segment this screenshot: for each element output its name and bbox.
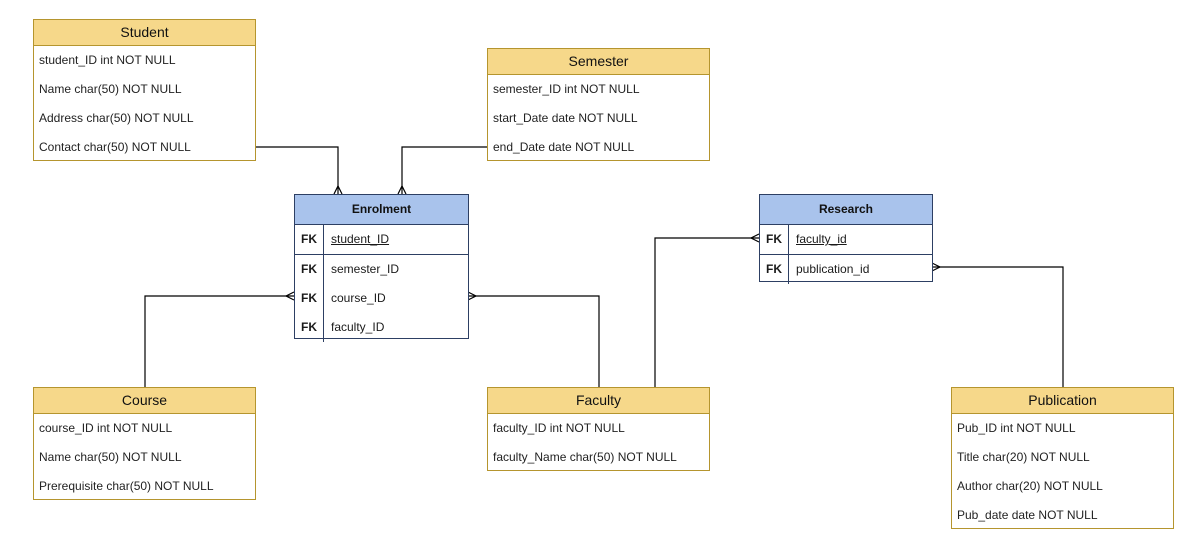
entity-attribute: faculty_ID int NOT NULL [493,421,625,435]
entity-attribute: Pub_ID int NOT NULL [957,421,1076,435]
table-enrolment[interactable]: Enrolment FK student_ID FK semester_ID F… [294,194,469,342]
entity-attribute: Name char(50) NOT NULL [39,82,182,96]
entity-attribute: Pub_date date NOT NULL [957,508,1098,522]
entity-faculty[interactable]: Faculty faculty_ID int NOT NULL faculty_… [487,387,710,471]
table-row: FK course_ID [295,284,468,313]
entity-attribute: start_Date date NOT NULL [493,111,638,125]
crowfoot-semester-enrolment [397,184,407,195]
entity-attribute: Prerequisite char(50) NOT NULL [39,479,214,493]
entity-course[interactable]: Course course_ID int NOT NULL Name char(… [33,387,256,500]
entity-student[interactable]: Student student_ID int NOT NULL Name cha… [33,19,256,161]
table-research[interactable]: Research FK faculty_id FK publication_id [759,194,933,284]
crowfoot-publication-research [931,262,942,272]
entity-attribute: Address char(50) NOT NULL [39,111,194,125]
crowfoot-course-enrolment [284,291,295,301]
entity-attribute: Name char(50) NOT NULL [39,450,182,464]
entity-attribute: course_ID int NOT NULL [39,421,173,435]
entity-title: Semester [488,49,709,75]
key-label: FK [760,225,789,254]
entity-attribute: Contact char(50) NOT NULL [39,140,191,154]
crowfoot-student-enrolment [333,184,343,195]
table-title: Enrolment [295,195,468,225]
entity-title: Faculty [488,388,709,414]
entity-attribute: Author char(20) NOT NULL [957,479,1103,493]
crowfoot-faculty-research [749,233,760,243]
key-label: FK [295,225,324,254]
column-name: publication_id [796,262,870,276]
table-title: Research [760,195,932,225]
connector-faculty-research [654,237,759,387]
entity-semester[interactable]: Semester semester_ID int NOT NULL start_… [487,48,710,161]
entity-attribute: student_ID int NOT NULL [39,53,176,67]
table-row: FK faculty_ID [295,313,468,342]
key-label: FK [295,313,324,342]
table-row: FK student_ID [295,225,468,255]
connector-student-enrolment [256,146,339,194]
column-name: course_ID [331,291,386,305]
column-name: faculty_id [796,232,847,246]
entity-title: Publication [952,388,1173,414]
column-name: faculty_ID [331,320,385,334]
entity-title: Student [34,20,255,46]
connector-semester-enrolment [401,146,487,194]
key-label: FK [295,284,324,313]
table-row: FK publication_id [760,255,932,284]
entity-attribute: end_Date date NOT NULL [493,140,635,154]
entity-publication[interactable]: Publication Pub_ID int NOT NULL Title ch… [951,387,1174,529]
crowfoot-faculty-enrolment [467,291,478,301]
entity-title: Course [34,388,255,414]
connector-faculty-enrolment [468,295,600,387]
connector-course-enrolment [144,295,294,387]
entity-attribute: semester_ID int NOT NULL [493,82,640,96]
table-row: FK semester_ID [295,255,468,284]
column-name: student_ID [331,232,390,246]
column-name: semester_ID [331,262,400,276]
key-label: FK [295,255,324,284]
entity-attribute: Title char(20) NOT NULL [957,450,1090,464]
connector-publication-research [932,266,1064,387]
key-label: FK [760,255,789,284]
table-row: FK faculty_id [760,225,932,255]
entity-attribute: faculty_Name char(50) NOT NULL [493,450,677,464]
